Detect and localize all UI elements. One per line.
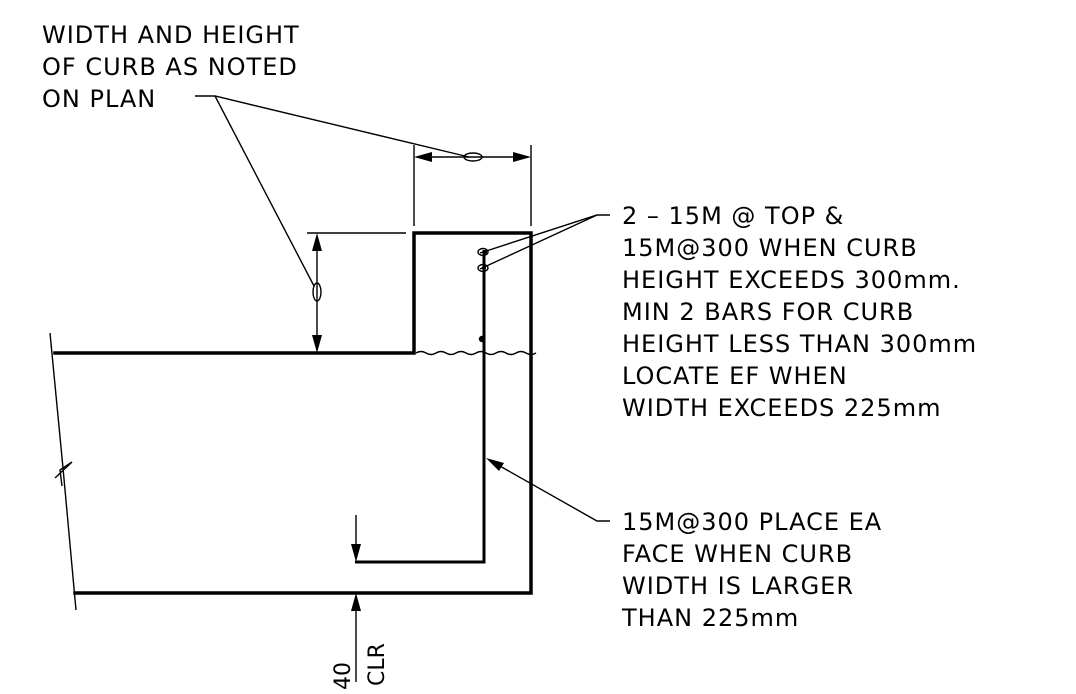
break-line <box>49 332 77 611</box>
curb-size-note-line: WIDTH AND HEIGHT <box>42 21 300 49</box>
face-bars-note-line: WIDTH IS LARGER <box>622 572 854 600</box>
concrete-outline <box>53 231 533 595</box>
top-bars-note-line: WIDTH EXCEEDS 225mm <box>622 394 941 422</box>
curb-size-note-line: ON PLAN <box>42 85 156 113</box>
face-bars-note-line: THAN 225mm <box>621 604 799 632</box>
cover-label: CLR <box>365 643 390 686</box>
face-bars-note-line: 15M@300 PLACE EA <box>622 508 882 536</box>
top-bars-note-line: MIN 2 BARS FOR CURB <box>622 298 914 326</box>
top-bars-note-line: 15M@300 WHEN CURB <box>622 234 918 262</box>
face-bars-note-line: FACE WHEN CURB <box>622 540 853 568</box>
top-bars-note-line: HEIGHT EXCEEDS 300mm. <box>622 266 961 294</box>
top-bars-note-line: LOCATE EF WHEN <box>622 362 848 390</box>
cover-value: 40 <box>331 662 356 690</box>
cover-dimension <box>351 515 361 682</box>
top-bars-note: 2 – 15M @ TOP & 15M@300 WHEN CURB HEIGHT… <box>622 202 986 422</box>
construction-joint-line <box>415 350 537 356</box>
top-bars-note-line: HEIGHT LESS THAN 300mm <box>622 330 977 358</box>
face-bars-note: 15M@300 PLACE EA FACE WHEN CURB WIDTH IS… <box>621 508 891 632</box>
reinforcing-bar <box>355 250 486 564</box>
width-dimension <box>413 145 532 226</box>
curb-size-note: WIDTH AND HEIGHT OF CURB AS NOTED ON PLA… <box>42 21 308 113</box>
height-dimension <box>307 232 406 353</box>
leader-lines <box>195 95 610 522</box>
curb-size-note-line: OF CURB AS NOTED <box>42 53 298 81</box>
top-bars-note-line: 2 – 15M @ TOP & <box>622 202 844 230</box>
